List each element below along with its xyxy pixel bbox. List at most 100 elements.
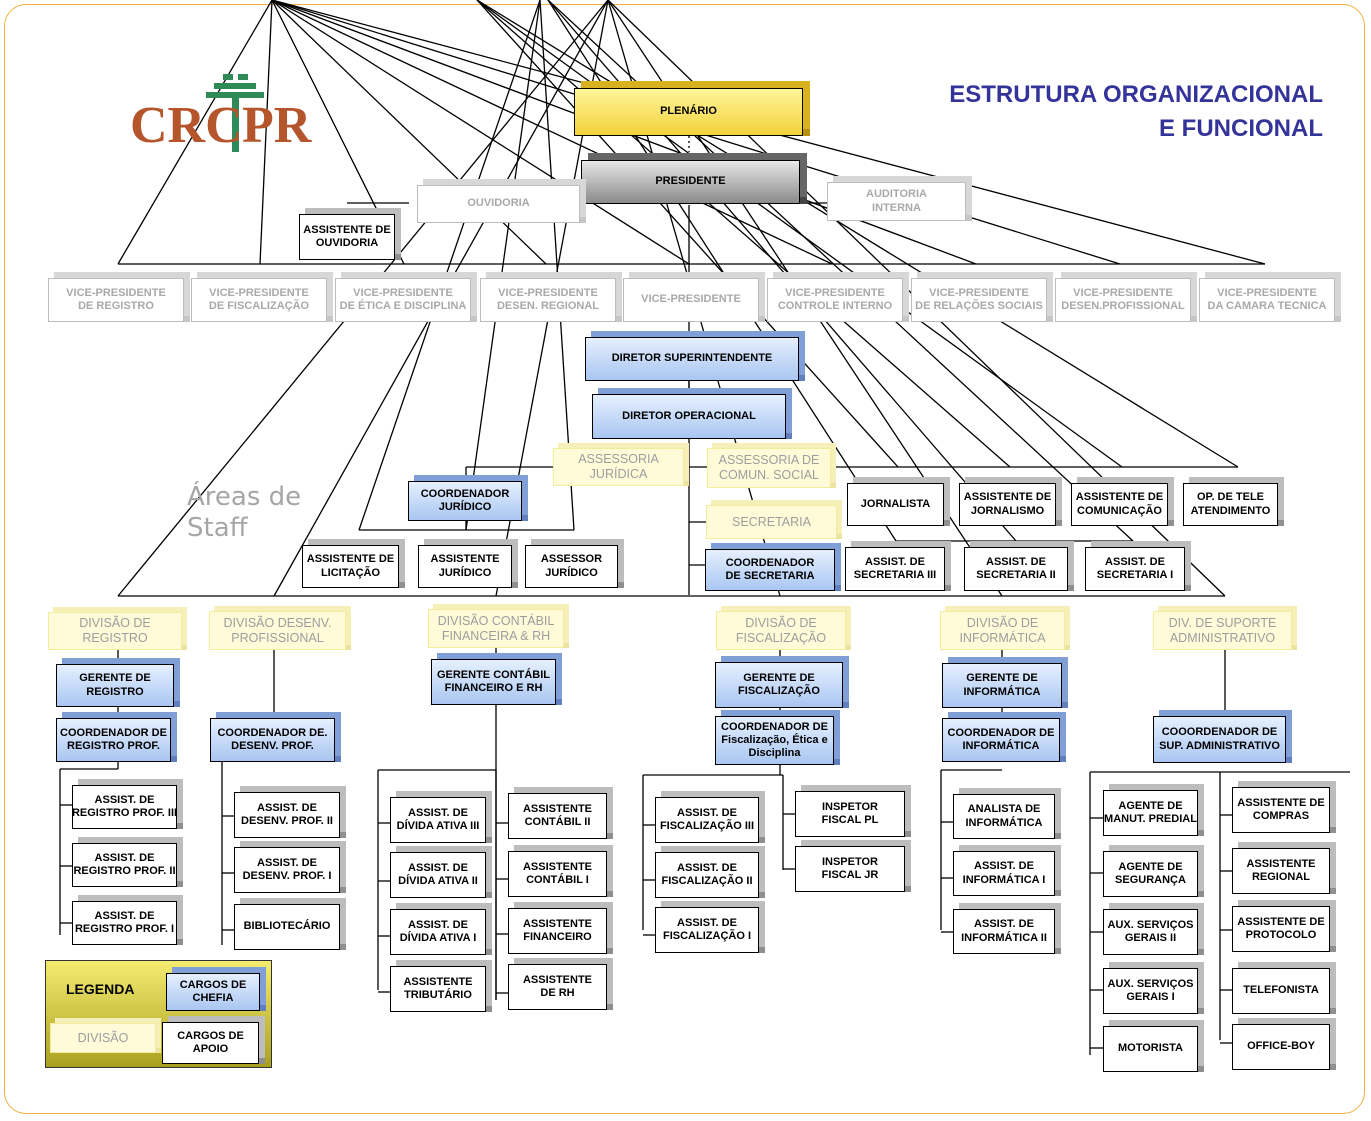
divisao-informatica-box-line: DIVISÃO DE: [966, 615, 1039, 630]
assist-secretaria-ii-box-line: SECRETARIA II: [976, 569, 1056, 581]
assist-fiscalizacao-box-line: FISCALIZAÇÃO II: [661, 875, 753, 887]
assistente-comunicacao-box-line: ASSISTENTE DE: [1075, 491, 1164, 504]
connector: [539, 0, 575, 531]
secretaria-box: SECRETARIA: [706, 505, 837, 539]
divisao-contabil-box-line: FINANCEIRA & RH: [441, 628, 551, 643]
gerente-contabil-box-line: GERENTE CONTÁBIL: [436, 668, 551, 681]
gerente-contabil-box-line: FINANCEIRO E RH: [444, 682, 543, 694]
coordenador-suporte-box-line: COOORDENADOR DE: [1161, 726, 1278, 739]
gerente-fiscalizacao-box-line: GERENTE DE: [743, 671, 815, 684]
coordenador-registro-box-line: COORDENADOR DE: [60, 726, 167, 739]
assistente-contabil-box-line: DE RH: [540, 987, 575, 999]
coordenador-fiscalizacao-box-line: Fiscalização, Ética e: [721, 733, 828, 746]
assist-divida-box-line: DÍVIDA ATIVA II: [398, 875, 478, 887]
ouvidoria-box: OUVIDORIA: [417, 185, 580, 223]
svg-text:PR: PR: [242, 97, 313, 154]
staff-label-line-2: Staff: [187, 513, 248, 543]
assist-secretaria-ii-box-line: ASSIST. DE: [986, 555, 1046, 568]
diretor-operacional-box: DIRETOR OPERACIONAL: [592, 394, 786, 439]
connector: [271, 0, 690, 265]
assistente-comunicacao-box-line: COMUNICAÇÃO: [1077, 504, 1162, 517]
assist-divida-box-line: ASSIST. DE: [408, 806, 468, 819]
secretaria-box-line: SECRETARIA: [732, 514, 811, 529]
divisao-fiscalizacao-box-line: FISCALIZAÇÃO: [735, 630, 827, 645]
vice-presidente-box-line: VICE-PRESIDENTE: [209, 286, 309, 299]
suporte-right-box-line: PROTOCOLO: [1245, 929, 1317, 941]
gerente-registro-box-line: GERENTE DE: [79, 672, 151, 685]
assist-registro-box-line: ASSIST. DE: [94, 793, 155, 806]
legend-divisao-box-line: DIVISÃO: [77, 1030, 129, 1045]
assistente-licitacao-box-line: ASSISTENTE DE: [306, 553, 395, 566]
assist-fiscalizacao-box-line: ASSIST. DE: [677, 806, 737, 819]
suporte-right-box-line: OFFICE-BOY: [1247, 1040, 1315, 1053]
assist-desenv-box-line: DESENV. PROF. II: [241, 815, 333, 827]
assistente-ouvidoria-box-line: ASSISTENTE DE: [303, 223, 391, 236]
legend-title: LEGENDA: [66, 981, 135, 997]
assistente-licitacao-box-line: LICITAÇÃO: [320, 566, 381, 579]
assist-informatica-box-line: INFORMÁTICA I: [962, 873, 1046, 886]
connector: [465, 0, 541, 531]
gerente-informatica-box-line: INFORMÁTICA: [963, 685, 1041, 698]
vice-presidente-box: VICE-PRESIDENTE: [623, 278, 759, 322]
assist-registro-box-line: REGISTRO PROF. II: [73, 865, 176, 877]
assistente-contabil-box-line: ASSISTENTE: [522, 917, 593, 930]
divisao-suporte-box-line: DIV. DE SUPORTE: [1168, 615, 1277, 630]
assessor-juridico-box-line: ASSESSOR: [540, 553, 603, 566]
coordenador-desenv-box-line: DESENV. PROF.: [231, 740, 314, 752]
connector: [117, 0, 273, 265]
vice-presidente-box-line: DA CAMARA TECNICA: [1207, 300, 1327, 312]
plenario-box-line: PLENÁRIO: [660, 105, 717, 118]
coordenador-desenv-box-line: COORDENADOR DE.: [217, 726, 328, 739]
vice-presidente-box-line: VICE-PRESIDENTE: [785, 286, 885, 299]
plenario-box: PLENÁRIO: [574, 88, 803, 136]
crc-pr-logo: CRC PR: [130, 74, 313, 154]
presidente-box: PRESIDENTE: [581, 160, 800, 204]
jornalista-box-line: JORNALISTA: [860, 497, 931, 510]
suporte-left-box-line: AGENTE DE: [1118, 860, 1183, 873]
svg-text:CRC: CRC: [130, 97, 243, 154]
op-tele-atendimento-box-line: OP. DE TELE: [1196, 491, 1265, 504]
suporte-left-box-line: MANUT. PREDIAL: [1104, 813, 1197, 825]
vice-presidente-box-line: VICE-PRESIDENTE: [1217, 286, 1317, 299]
coordenador-secretaria-box-line: COORDENADOR: [725, 556, 815, 569]
gerente-informatica-box-line: GERENTE DE: [966, 672, 1038, 685]
coordenador-fiscalizacao-box-line: Disciplina: [748, 747, 801, 760]
connector: [476, 0, 1123, 468]
vice-presidente-box-line: CONTROLE INTERNO: [777, 300, 893, 312]
coordenador-informatica-box-line: INFORMÁTICA: [962, 740, 1040, 752]
assist-informatica-box-line: ASSIST. DE: [974, 918, 1034, 931]
suporte-left-box-line: AUX. SERVIÇOS: [1107, 918, 1194, 931]
legend-divisao-box: DIVISÃO: [50, 1023, 156, 1053]
assist-desenv-box-line: BIBLIOTECÁRIO: [243, 920, 331, 933]
assist-registro-box-line: ASSIST. DE: [94, 851, 155, 864]
assist-informatica-box-line: ANALISTA DE: [967, 803, 1041, 816]
assistente-contabil-box-line: ASSISTENTE: [522, 802, 593, 815]
assist-secretaria-iii-box-line: SECRETARIA III: [853, 569, 937, 581]
vice-presidente-box-line: DESEN. REGIONAL: [496, 300, 600, 312]
divisao-fiscalizacao-box-line: DIVISÃO DE: [745, 615, 817, 630]
suporte-left-box-line: MOTORISTA: [1118, 1042, 1183, 1055]
coordenador-informatica-box-line: COORDENADOR DE: [947, 726, 1055, 739]
divisao-contabil-box-line: DIVISÃO CONTÁBIL: [437, 613, 555, 628]
assist-registro-box-line: ASSIST. DE: [94, 909, 155, 922]
divisao-desenv-box: DIVISÃO DESENV.PROFISSIONAL: [209, 611, 346, 650]
assist-desenv-box-line: DESENV. PROF. I: [242, 870, 332, 882]
coordenador-suporte-box-line: SUP. ADMINISTRATIVO: [1159, 739, 1280, 752]
assist-registro-box-line: REGISTRO PROF. III: [72, 807, 177, 819]
